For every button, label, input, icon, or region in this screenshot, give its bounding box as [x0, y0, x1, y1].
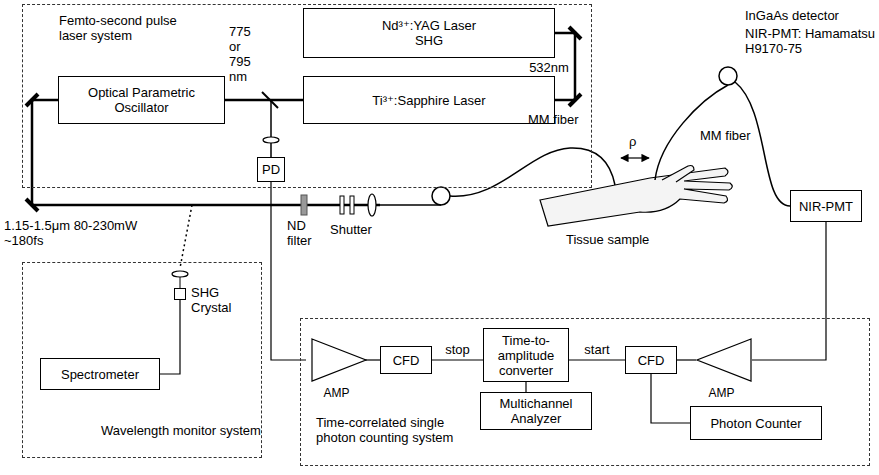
lens — [368, 194, 376, 216]
node-label: AMP — [696, 386, 747, 400]
fiber-coil — [432, 187, 450, 205]
signal-cable — [752, 222, 826, 360]
sample-beam — [270, 100, 272, 157]
node-label: Time-to-amplitude converter — [488, 333, 564, 378]
cfd-box: CFD — [625, 346, 677, 374]
thumb — [662, 166, 694, 183]
annotation-label: Shutter — [330, 222, 385, 237]
arm-hand — [540, 168, 732, 226]
node-label: Optical Parametric Oscillator — [79, 85, 204, 115]
node-label: PD — [262, 162, 280, 177]
annotation-label: ND filter — [287, 218, 321, 248]
counter-box: Photon Counter — [690, 406, 822, 440]
amplifier-triangle: AMP — [696, 338, 752, 382]
fiber-coil — [719, 67, 737, 85]
node-label: Spectrometer — [61, 367, 139, 382]
node-label: Photon Counter — [710, 416, 801, 431]
amplifier-triangle: AMP — [306, 338, 362, 382]
system-region: SHG CrystalSpectrometerWavelength monito… — [22, 262, 262, 458]
amplifier-outline — [312, 339, 366, 381]
photodiode-box: PD — [257, 157, 285, 182]
nd-filter — [301, 195, 307, 215]
node-label: CFD — [638, 353, 665, 368]
detector-box: NIR-PMT — [790, 190, 862, 222]
spectrometer-box: Spectrometer — [40, 358, 160, 390]
node-label: Ti³⁺:Sapphire Laser — [372, 93, 485, 108]
system-region: AMP CFD Time-to-amplitude converterMultich… — [300, 318, 870, 466]
node-label: Nd³⁺:YAG Laser SHG — [373, 18, 485, 48]
node-label: CFD — [393, 353, 420, 368]
annotation-label: InGaAs detector — [745, 8, 875, 23]
annotation-label: 1.15-1.5μm 80-230mW ~180fs — [4, 218, 169, 248]
node-label: Multichannel Analyzer — [490, 396, 582, 426]
connector-label: start — [582, 342, 611, 357]
amplifier-outline — [311, 338, 367, 382]
shutter — [350, 196, 354, 214]
mca-box: Multichannel Analyzer — [480, 392, 592, 430]
lens — [263, 137, 279, 143]
region-title: Time-correlated single photon counting s… — [316, 415, 486, 445]
laser-box: Nd³⁺:YAG Laser SHG — [303, 8, 555, 58]
node-label: SHG Crystal — [191, 285, 241, 315]
node-label: NIR-PMT — [799, 199, 853, 214]
shutter — [340, 196, 344, 214]
annotation-label: 775 or 795 nm — [229, 24, 259, 84]
annotation-label: MM fiber — [528, 112, 588, 127]
laser-box: Ti³⁺:Sapphire Laser — [303, 76, 555, 124]
annotation-label: Tissue sample — [566, 232, 666, 247]
cfd-box: CFD — [380, 346, 432, 374]
connector-label: 532nm — [527, 59, 571, 74]
system-region: Nd³⁺:YAG Laser SHG Ti³⁺:Sapphire Laser Opt… — [22, 4, 592, 188]
annotation-label: ρ — [629, 134, 643, 149]
amplifier-outline — [697, 339, 751, 381]
connector-label: stop — [443, 342, 472, 357]
shg-crystal: SHG Crystal — [174, 288, 186, 300]
signal-cable — [525, 382, 526, 392]
signal-cable — [432, 359, 483, 360]
signal-cable — [569, 359, 625, 360]
distance-arrow — [621, 157, 649, 158]
tac-box: Time-to-amplitude converter — [483, 328, 569, 382]
signal-cable — [677, 359, 696, 360]
mirror — [26, 199, 38, 211]
monitor-beam — [180, 205, 192, 268]
signal-cable — [160, 300, 180, 374]
annotation-label: NIR-PMT: Hamamatsu H9170-75 — [745, 26, 877, 56]
mm-fiber — [450, 148, 615, 196]
region-title: Femto-second pulse laser system — [59, 13, 189, 43]
mirror — [26, 94, 38, 106]
signal-cable — [651, 374, 690, 423]
lens — [172, 271, 188, 277]
node-label: AMP — [311, 386, 362, 400]
mm-fiber — [735, 82, 790, 206]
amplifier-outline — [696, 338, 752, 382]
mm-fiber — [376, 204, 441, 206]
monitor-beam — [180, 277, 181, 288]
laser-beam — [225, 99, 303, 102]
annotation-label: MM fiber — [700, 128, 760, 143]
opo-box: Optical Parametric Oscillator — [58, 76, 225, 124]
region-title: Wavelength monitor system — [101, 423, 261, 438]
